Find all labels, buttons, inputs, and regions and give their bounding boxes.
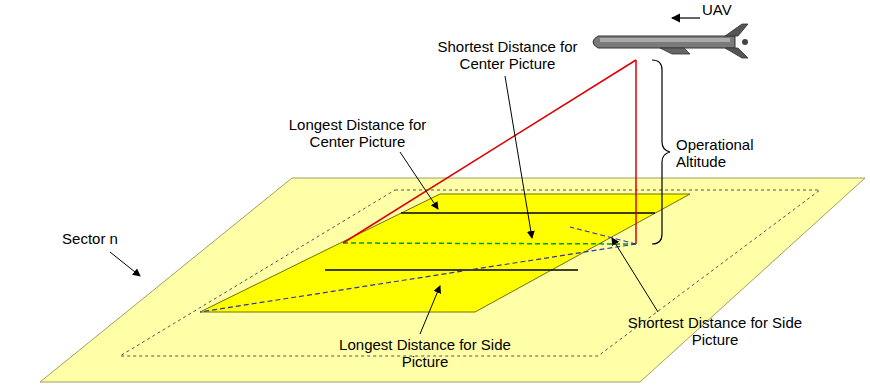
direction-arrow bbox=[672, 17, 700, 18]
callout-label: Shortest Distance for Side Picture bbox=[620, 314, 810, 348]
uav-label: UAV bbox=[702, 1, 762, 18]
callout-label: Shortest Distance for Center Picture bbox=[420, 38, 595, 72]
slant-line bbox=[343, 60, 636, 243]
side-long-line bbox=[200, 244, 636, 312]
sector-boundary bbox=[120, 190, 820, 356]
leader-line bbox=[505, 76, 532, 238]
side-short-line bbox=[570, 227, 636, 244]
sector-band bbox=[200, 194, 690, 312]
altitude-label: Operational Altitude bbox=[676, 136, 786, 170]
ground-plane bbox=[40, 178, 865, 382]
leader-line bbox=[110, 252, 140, 276]
leader-line bbox=[400, 152, 438, 209]
leader-line bbox=[612, 238, 658, 312]
altitude-line bbox=[635, 60, 637, 244]
sector-label: Sector n bbox=[40, 230, 140, 247]
center-distance-line bbox=[343, 243, 636, 244]
altitude-brace bbox=[652, 60, 670, 244]
uav-symbol bbox=[593, 24, 748, 58]
callout-label: Longest Distance for Side Picture bbox=[330, 336, 520, 370]
picture-divider bbox=[325, 269, 578, 271]
callout-label: Longest Distance for Center Picture bbox=[270, 116, 445, 150]
leader-line bbox=[420, 286, 440, 334]
